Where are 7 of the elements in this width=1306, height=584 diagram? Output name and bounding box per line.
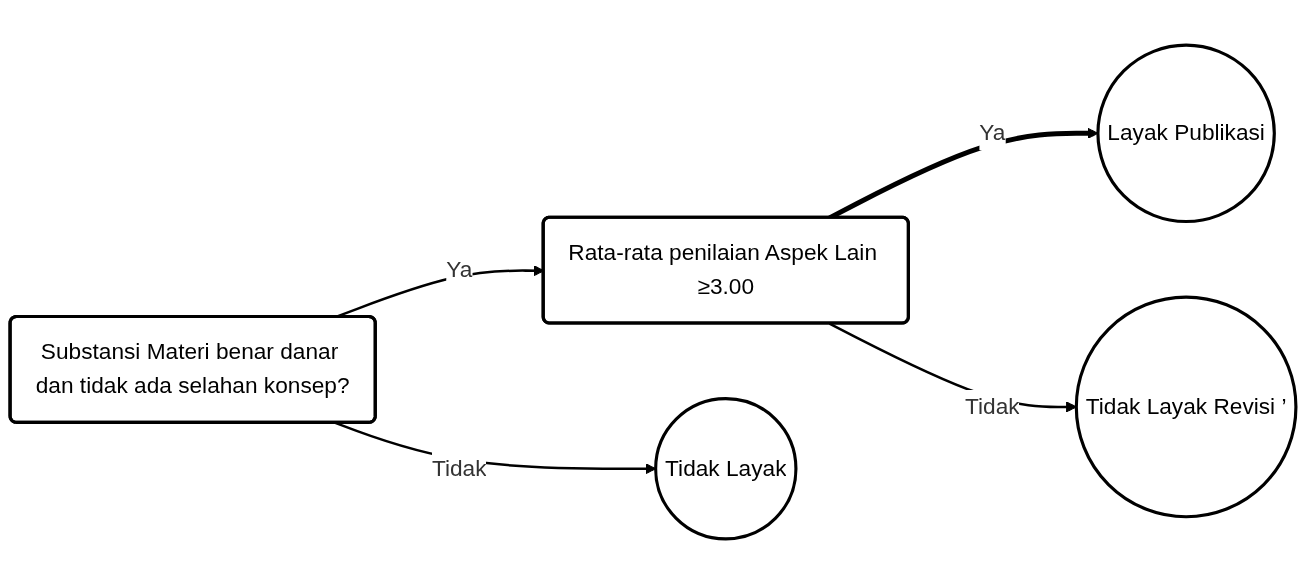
edge-label: Tidak: [431, 455, 487, 481]
edge-label: Tidak: [965, 393, 1020, 419]
node-circle: Tidak Layak Revisi ’: [1074, 295, 1298, 519]
edge-label: Ya: [979, 120, 1006, 146]
node-circle: Layak Publikasi: [1096, 43, 1276, 224]
edge-label: Ya: [446, 256, 473, 283]
node-circle: Tidak Layak: [654, 397, 798, 541]
